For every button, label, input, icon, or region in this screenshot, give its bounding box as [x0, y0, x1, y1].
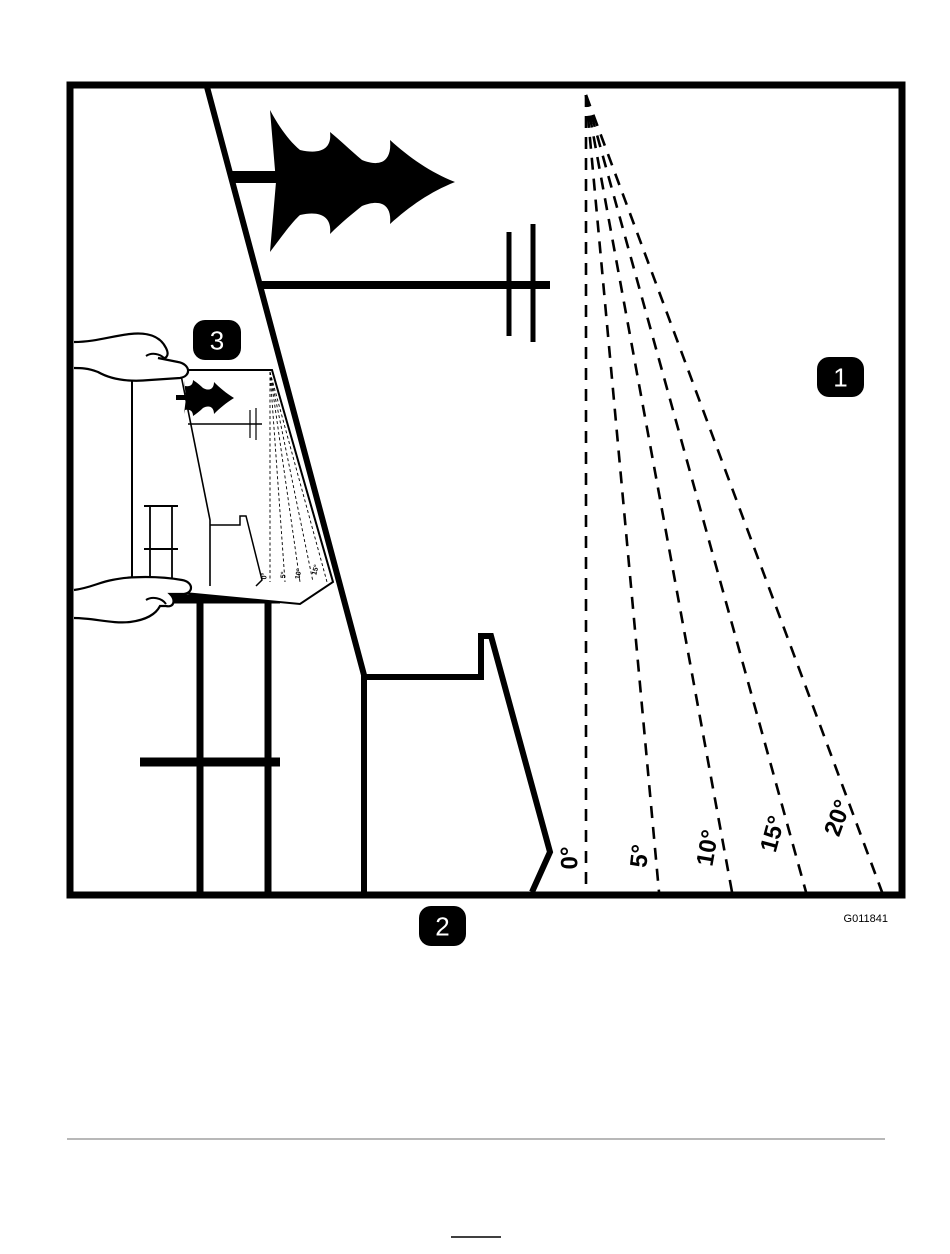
angle-label-5: 5°: [625, 843, 654, 869]
stand-structure: [140, 599, 280, 892]
angle-label-0: 0°: [557, 847, 584, 870]
callout-1: 1: [817, 357, 864, 397]
callout-2-label: 2: [435, 912, 449, 942]
slope-indicator-sheet: 0° 5° 10° 15°: [132, 370, 333, 604]
angle-label-15: 15°: [755, 813, 790, 855]
angle-line-10: [586, 95, 732, 892]
tree-icon: [232, 110, 455, 252]
angle-line-20: [586, 95, 882, 892]
building-outline: [364, 636, 550, 892]
callout-3: 3: [193, 320, 241, 360]
angle-guide-lines: [586, 95, 882, 892]
angle-label-20: 20°: [819, 796, 857, 839]
utility-pole-icon: [262, 224, 550, 342]
angle-line-15: [586, 95, 806, 892]
mini-angle-label-5: 5°: [279, 571, 288, 579]
callout-2: 2: [419, 906, 466, 946]
lower-hand-icon: [74, 577, 191, 622]
callout-1-label: 1: [833, 363, 847, 393]
upper-hand-icon: [74, 334, 188, 381]
mini-angle-label-0: 0°: [261, 572, 269, 579]
angle-line-5: [586, 95, 659, 892]
figure-id: G011841: [844, 913, 888, 925]
callout-3-label: 3: [210, 326, 224, 356]
angle-label-10: 10°: [692, 828, 725, 868]
